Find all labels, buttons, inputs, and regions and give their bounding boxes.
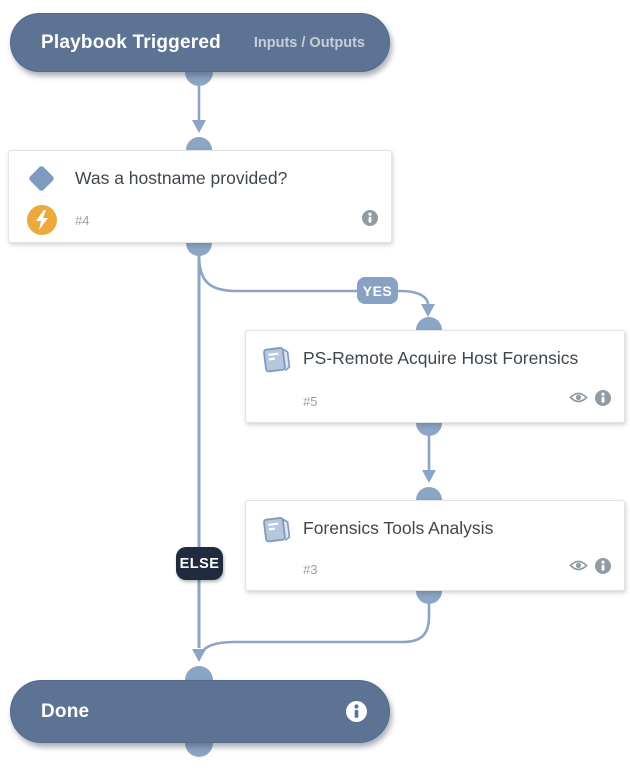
arrowhead xyxy=(421,304,435,317)
node-playbook-triggered[interactable]: Playbook Triggered Inputs / Outputs xyxy=(10,13,390,72)
info-icon[interactable] xyxy=(595,558,611,579)
port-condition-top xyxy=(186,137,212,150)
port-forensics-top xyxy=(416,487,442,500)
info-icon[interactable] xyxy=(346,701,367,722)
node-condition[interactable]: Was a hostname provided? #4 xyxy=(8,150,392,243)
node-forensics-tools-analysis[interactable]: Forensics Tools Analysis #3 xyxy=(245,500,625,591)
arrowhead xyxy=(192,120,206,133)
port-done-top xyxy=(185,666,213,680)
node-title: Done xyxy=(41,700,90,722)
arrowhead xyxy=(422,470,436,483)
diamond-icon xyxy=(28,165,55,192)
arrowhead xyxy=(192,649,206,662)
inputs-outputs-link[interactable]: Inputs / Outputs xyxy=(253,34,365,51)
node-ps-remote-acquire-host-forensics[interactable]: PS-Remote Acquire Host Forensics #5 xyxy=(245,330,625,423)
edge-label-else: ELSE xyxy=(176,547,223,580)
task-id: #5 xyxy=(303,394,318,409)
edge-yes-curve xyxy=(197,254,430,306)
info-icon[interactable] xyxy=(362,210,378,231)
port-ps-top xyxy=(416,317,442,330)
edge-merge-curve xyxy=(200,592,431,654)
eye-icon[interactable] xyxy=(569,391,588,409)
book-icon xyxy=(261,515,293,550)
eye-icon[interactable] xyxy=(569,559,588,577)
port-forensics-bottom xyxy=(416,591,442,604)
node-title: PS-Remote Acquire Host Forensics xyxy=(303,348,579,368)
book-icon xyxy=(261,345,293,380)
port-trigger-bottom xyxy=(185,72,213,86)
node-done[interactable]: Done xyxy=(10,680,390,743)
task-id: #4 xyxy=(75,213,90,228)
port-ps-bottom xyxy=(416,423,442,436)
edge-label-yes: YES xyxy=(357,277,398,304)
node-title: Playbook Triggered xyxy=(41,31,221,53)
node-title: Was a hostname provided? xyxy=(75,168,288,188)
edge-connectors xyxy=(185,72,442,757)
info-icon[interactable] xyxy=(595,390,611,411)
port-condition-bottom xyxy=(186,243,212,256)
lightning-icon xyxy=(27,205,57,235)
task-id: #3 xyxy=(303,562,318,577)
port-done-bottom xyxy=(185,743,213,757)
node-title: Forensics Tools Analysis xyxy=(303,518,494,538)
